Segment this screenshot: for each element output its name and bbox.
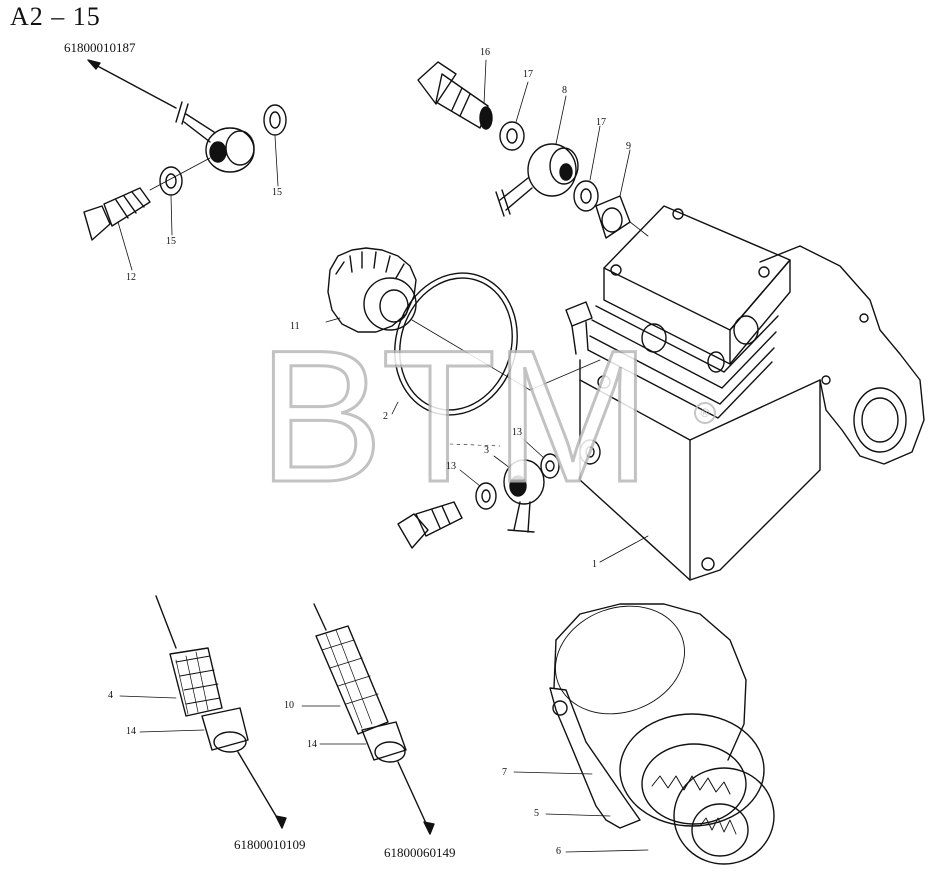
watermark-registered-mark: ® xyxy=(694,402,716,424)
callout-13-upper: 13 xyxy=(512,427,522,438)
callout-9: 9 xyxy=(626,141,631,152)
callout-17-upper: 17 xyxy=(523,69,533,80)
callout-10: 10 xyxy=(284,700,294,711)
callout-8: 8 xyxy=(562,85,567,96)
compressor-body xyxy=(411,205,925,581)
callout-14-middle: 14 xyxy=(307,739,317,750)
callout-2: 2 xyxy=(383,411,388,422)
callout-13-lower: 13 xyxy=(446,461,456,472)
part-number-bottom-middle: 61800060149 xyxy=(384,845,456,860)
callout-11: 11 xyxy=(290,321,300,332)
callout-4: 4 xyxy=(108,690,113,701)
callout-12: 12 xyxy=(126,272,136,283)
callout-15-right: 15 xyxy=(272,187,282,198)
callout-3: 3 xyxy=(484,445,489,456)
lower-right-pump-unit xyxy=(513,603,775,865)
watermark-text: BTM xyxy=(257,311,653,521)
callout-17-lower: 17 xyxy=(596,117,606,128)
banjo-assembly-top-left xyxy=(83,59,287,271)
callout-15-left: 15 xyxy=(166,236,176,247)
banjo-assembly-top-middle xyxy=(417,59,649,239)
callout-7: 7 xyxy=(502,767,507,778)
o-ring xyxy=(391,272,518,416)
filter-assembly-left xyxy=(119,595,287,829)
callout-16: 16 xyxy=(480,47,490,58)
banjo-assembly-lower xyxy=(397,437,560,549)
callout-6: 6 xyxy=(556,846,561,857)
callout-14-left: 14 xyxy=(126,726,136,737)
part-number-top: 61800010187 xyxy=(64,40,136,55)
callout-5: 5 xyxy=(534,808,539,819)
part-number-bottom-left: 61800010109 xyxy=(234,837,306,852)
page-title: A2 – 15 xyxy=(10,2,101,31)
callout-1: 1 xyxy=(592,559,597,570)
filter-assembly-middle xyxy=(301,603,435,835)
